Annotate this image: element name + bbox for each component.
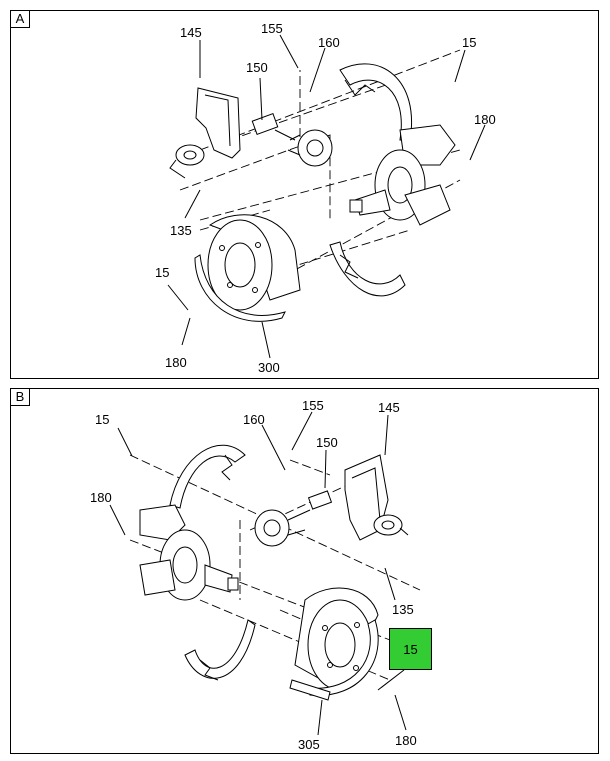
brake-assembly-a: [194, 214, 301, 322]
panel-b-tag: B: [10, 388, 30, 406]
callout-b-180-bottom: 180: [395, 733, 417, 748]
callout-b-145: 145: [378, 400, 400, 415]
anchor-bracket-b: [344, 454, 409, 541]
brake-shoe-bottom-b: [184, 619, 256, 681]
callout-b-305: 305: [298, 737, 320, 752]
panel-a-tag: A: [10, 10, 30, 28]
callout-a-150: 150: [246, 60, 268, 75]
callout-b-155: 155: [302, 398, 324, 413]
brake-shoe-top-b: [169, 444, 246, 509]
callout-a-160: 160: [318, 35, 340, 50]
wheel-cylinder-b: [254, 490, 333, 547]
brake-shoe-top-a: [339, 63, 412, 141]
panel-a: A: [10, 10, 599, 379]
callout-a-155: 155: [261, 21, 283, 36]
panel-b-drawing: 15 160 155 145 150 180 135 305 180: [90, 398, 421, 752]
steering-knuckle-a: [349, 124, 456, 226]
callout-b-150: 150: [316, 435, 338, 450]
panel-a-drawing: 145 155 160 150 15 180 135 15 180 300: [155, 21, 496, 375]
callout-a-180-left: 180: [165, 355, 187, 370]
callout-b-180-left: 180: [90, 490, 112, 505]
callout-a-135: 135: [170, 223, 192, 238]
brake-assembly-b: [289, 587, 379, 701]
callout-a-180-right: 180: [474, 112, 496, 127]
callout-b-160: 160: [243, 412, 265, 427]
steering-knuckle-b: [139, 504, 239, 601]
brake-shoe-bottom-a: [329, 241, 406, 297]
callout-a-145: 145: [180, 25, 202, 40]
callout-a-300: 300: [258, 360, 280, 375]
callout-b-15-top: 15: [95, 412, 109, 427]
highlighted-callout-15[interactable]: 15: [389, 628, 432, 670]
anchor-bracket-a: [169, 87, 241, 179]
callout-a-15-left: 15: [155, 265, 169, 280]
wheel-cylinder-a: [251, 113, 333, 167]
callout-b-135: 135: [392, 602, 414, 617]
callout-a-15-top: 15: [462, 35, 476, 50]
